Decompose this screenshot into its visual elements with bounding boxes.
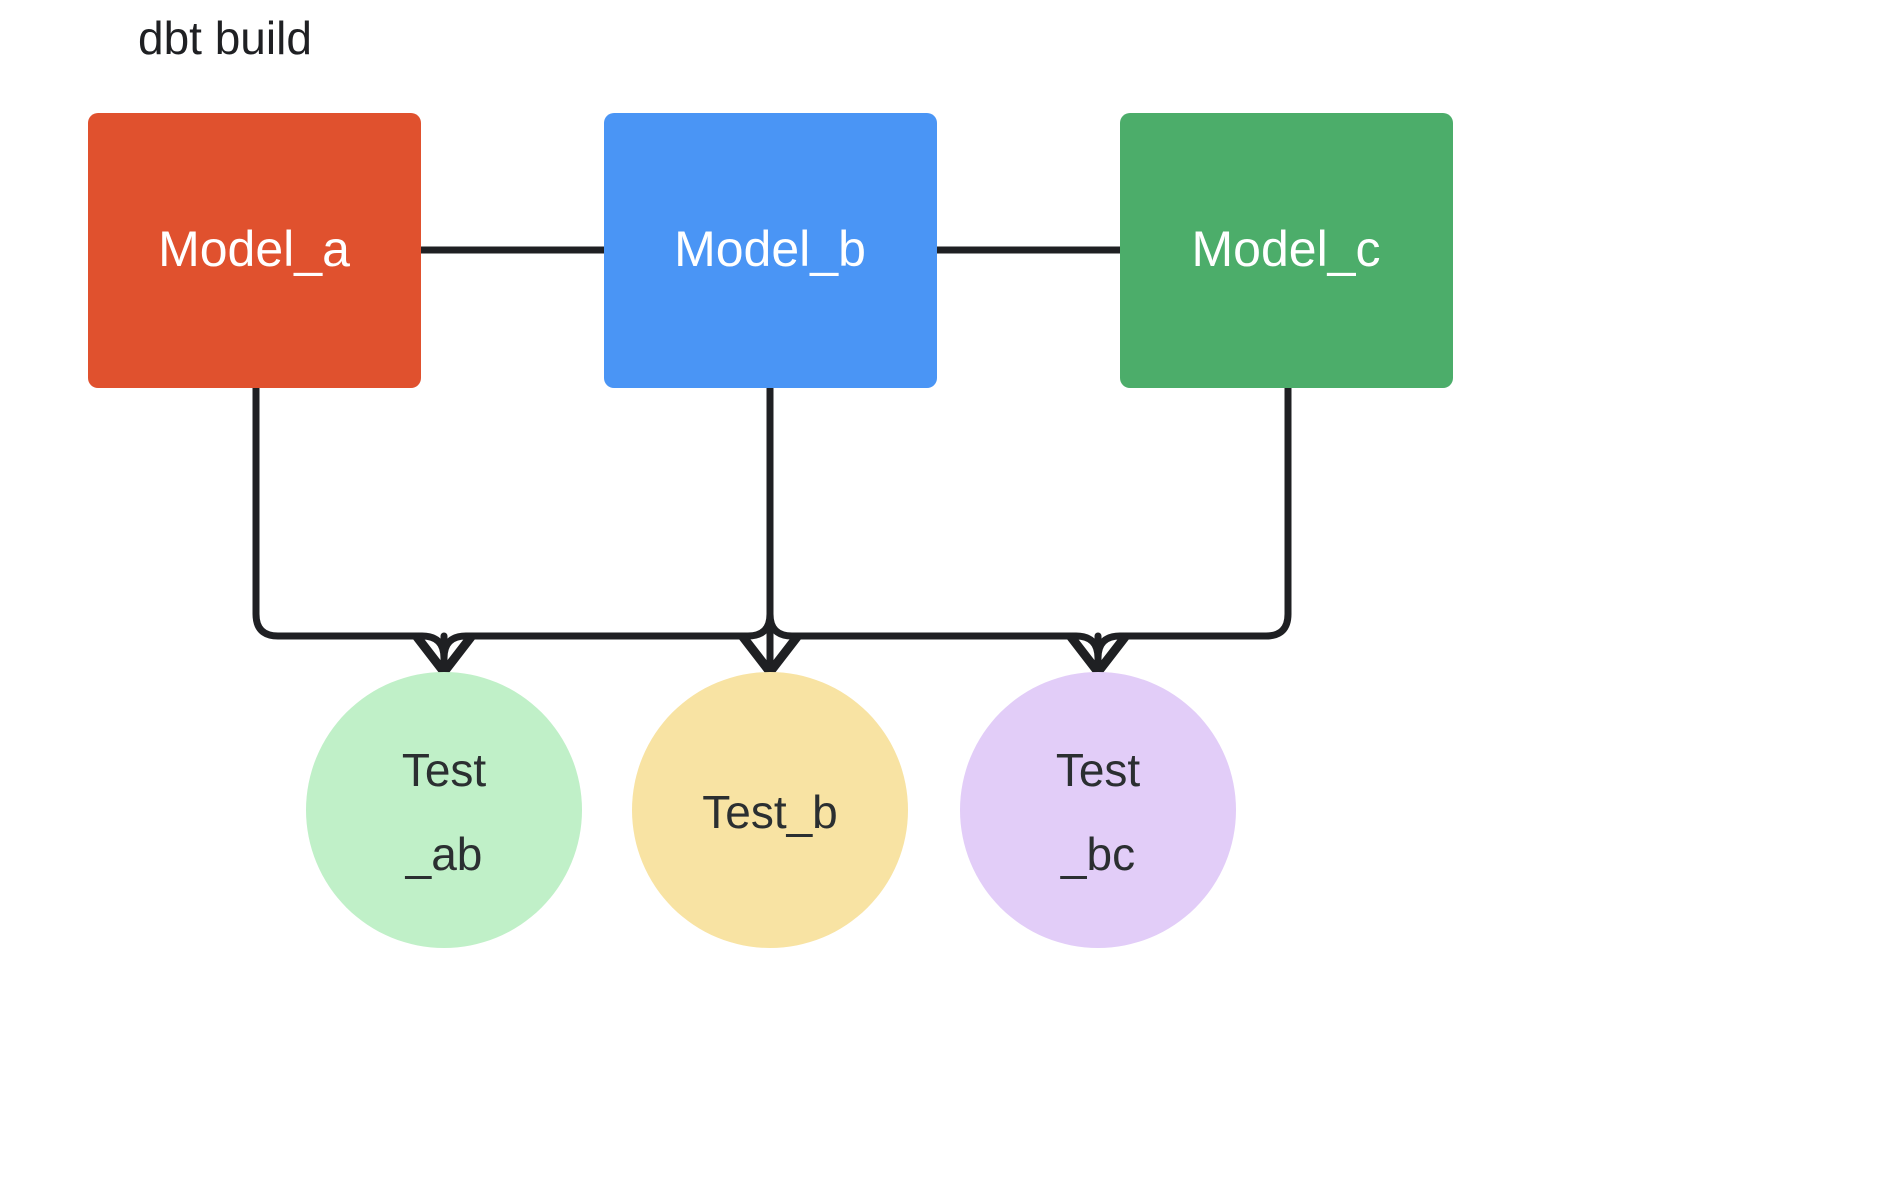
node-model-a[interactable]: Model_a xyxy=(88,113,421,388)
edge-line xyxy=(1094,384,1292,662)
node-model-a-shape[interactable] xyxy=(88,113,421,388)
arrowhead-into-test-bc xyxy=(1066,632,1130,677)
node-model-a-label: Model_a xyxy=(158,221,350,277)
node-test-bc-label-line1: Test xyxy=(1056,744,1141,796)
node-model-c[interactable]: Model_c xyxy=(1120,113,1453,388)
arrowhead-into-test-ab xyxy=(412,632,476,677)
node-test-ab[interactable]: Test _ab xyxy=(306,672,582,948)
edge-model-a-to-test-ab xyxy=(252,384,448,662)
edge-model-b-to-test-bc xyxy=(766,384,1102,662)
node-test-ab-label-line1: Test xyxy=(402,744,487,796)
node-test-ab-label-line2: _ab xyxy=(405,828,483,880)
edge-model-b-to-test-ab xyxy=(440,384,774,662)
edge-line xyxy=(440,384,774,662)
node-model-c-label: Model_c xyxy=(1192,221,1381,277)
node-test-b[interactable]: Test_b xyxy=(632,672,908,948)
test-node-layer: Test _ab Test_b Test _bc xyxy=(306,672,1236,948)
node-model-b-label: Model_b xyxy=(674,221,866,277)
edge-line xyxy=(766,384,1102,662)
node-test-ab-shape[interactable] xyxy=(306,672,582,948)
node-test-b-shape[interactable] xyxy=(632,672,908,948)
node-model-c-shape[interactable] xyxy=(1120,113,1453,388)
node-test-bc-shape[interactable] xyxy=(960,672,1236,948)
edge-model-c-to-test-bc xyxy=(1094,384,1292,662)
node-test-b-label-line1: Test_b xyxy=(702,786,838,838)
node-test-bc[interactable]: Test _bc xyxy=(960,672,1236,948)
model-node-layer: Model_a Model_b Model_c xyxy=(88,113,1453,388)
edge-line xyxy=(252,384,448,662)
node-test-bc-label-line2: _bc xyxy=(1060,828,1135,880)
page-title: dbt build xyxy=(138,12,312,64)
node-model-b-shape[interactable] xyxy=(604,113,937,388)
node-model-b[interactable]: Model_b xyxy=(604,113,937,388)
